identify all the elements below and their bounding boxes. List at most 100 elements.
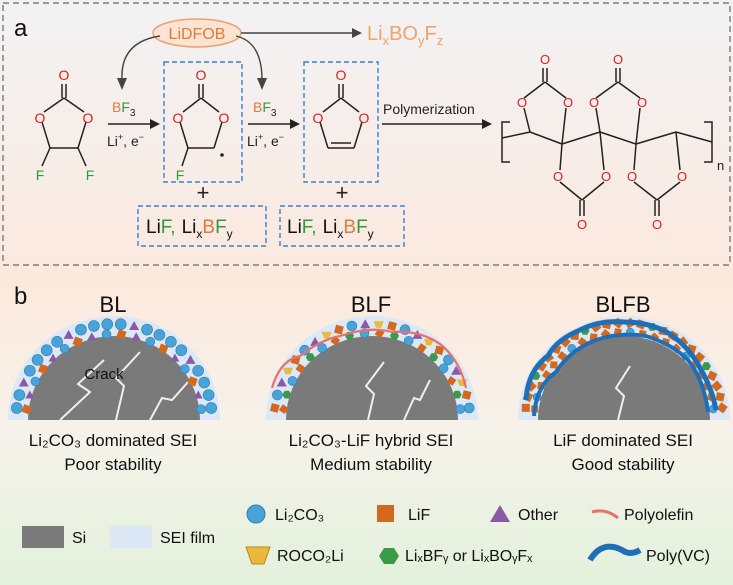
intermediate-box <box>163 61 243 183</box>
svg-text:O: O <box>517 95 527 110</box>
lif-particle <box>158 343 169 354</box>
step2-condition: Li+, e− <box>247 132 284 149</box>
lif-particle <box>550 361 558 369</box>
roco2li-particle <box>282 367 293 375</box>
atom-o: O <box>313 110 324 126</box>
legend-roco2li-label: ROCO₂Li <box>277 548 344 565</box>
li2co3-particle <box>175 344 188 357</box>
other-particle <box>25 390 35 399</box>
legend-si-label: Si <box>72 530 86 547</box>
libf-particle <box>305 353 315 362</box>
svg-text:O: O <box>613 52 623 67</box>
panel-a-frame <box>2 2 731 266</box>
other-particle <box>87 332 97 341</box>
lif-particle <box>387 321 397 331</box>
legend-libf-icon <box>379 548 399 564</box>
lif-particle <box>187 376 198 387</box>
svg-text:O: O <box>601 169 611 184</box>
polyolefin-chain <box>270 328 468 389</box>
legend-polyolefin-icon <box>591 509 619 520</box>
poly-vc-chain <box>532 332 710 417</box>
atom-o: O <box>173 110 184 126</box>
lif-particle <box>72 336 83 347</box>
lif-particle <box>278 404 289 414</box>
vc-box <box>303 61 379 183</box>
legend-roco2li-icon <box>245 546 271 565</box>
lif-particle <box>38 363 49 375</box>
curved-arrow-left <box>121 35 161 81</box>
col-title-bl: BL <box>100 292 127 317</box>
poly-atoms: O O O O O O O O O O O O <box>517 52 687 232</box>
svg-text:O: O <box>627 169 637 184</box>
lif-particle <box>446 376 457 386</box>
li2co3-particle <box>101 318 114 331</box>
libf-particle <box>429 353 439 362</box>
libf-particle <box>701 362 711 371</box>
svg-text:O: O <box>589 95 599 110</box>
other-particle <box>276 377 287 387</box>
li2co3-particle <box>317 343 327 353</box>
legend-polyolefin-label: Polyolefin <box>624 507 693 524</box>
plus-sign: + <box>197 180 210 205</box>
li2co3-particle <box>463 402 475 414</box>
li2co3-particle <box>30 376 41 387</box>
arrow-head-icon <box>257 78 267 90</box>
byproducts-right: LiF,LixBFy <box>287 217 374 241</box>
curved-arrow-right <box>235 35 263 81</box>
roco2li-particle <box>321 331 332 339</box>
other-particle <box>170 353 180 362</box>
li2co3-particle <box>141 323 153 336</box>
panel-b-label: b <box>14 283 27 310</box>
lif-particle <box>269 403 280 413</box>
lif-particle <box>521 403 530 412</box>
atom-o: O <box>219 110 230 126</box>
li2co3-particle <box>31 354 44 366</box>
li2co3-particle <box>346 320 358 332</box>
li2co3-particle <box>153 329 166 341</box>
legend-li2co3-icon <box>246 504 266 524</box>
step1-bf3: BF3 <box>112 99 136 119</box>
legend-lif-label: LiF <box>408 507 430 524</box>
libf-particle <box>282 390 292 399</box>
li2co3-particle <box>205 402 218 414</box>
legend-libf-label: LiₓBFᵧ or LiₓBOᵧFₓ <box>405 548 533 565</box>
svg-text:O: O <box>637 95 647 110</box>
sei-caption-blfb: LiF dominated SEI <box>553 431 693 450</box>
li2co3-particle <box>438 363 449 374</box>
lif-particle <box>715 392 725 402</box>
other-particle <box>131 332 141 341</box>
lif-particle <box>21 404 32 415</box>
arrow-head-icon <box>290 119 300 129</box>
col-title-blf: BLF <box>351 292 391 317</box>
molecule-radical <box>179 84 223 167</box>
atom-o: O <box>35 110 46 126</box>
li2co3-particle <box>51 336 63 348</box>
atom-f: F <box>86 167 95 183</box>
svg-text:O: O <box>652 217 662 232</box>
legend-polyvc-icon <box>587 543 642 562</box>
lif-particle <box>461 390 472 400</box>
li2co3-particle <box>287 376 298 386</box>
stability-blfb: Good stability <box>572 455 675 474</box>
li2co3-particle <box>24 364 36 377</box>
atom-f: F <box>36 167 45 183</box>
roco2li-particle <box>423 338 434 346</box>
other-particle <box>18 377 29 387</box>
li2co3-particle <box>272 389 283 401</box>
other-particle <box>63 329 74 339</box>
lif-particle <box>417 343 427 353</box>
legend-polyvc-label: Poly(VC) <box>646 548 710 565</box>
legend-sei-swatch <box>110 526 152 548</box>
arrow-head-icon <box>150 119 160 129</box>
atom-o: O <box>196 67 207 83</box>
other-particle <box>360 319 371 329</box>
lif-particle <box>334 324 344 335</box>
li2co3-particle <box>114 318 127 331</box>
li2co3-particle <box>10 402 23 414</box>
atom-o: O <box>359 110 370 126</box>
li2co3-particle <box>101 329 112 340</box>
sei-caption-blf: Li₂CO₃-LiF hybrid SEI <box>289 431 454 450</box>
stability-bl: Poor stability <box>64 455 162 474</box>
arrow-head-icon <box>482 119 492 129</box>
